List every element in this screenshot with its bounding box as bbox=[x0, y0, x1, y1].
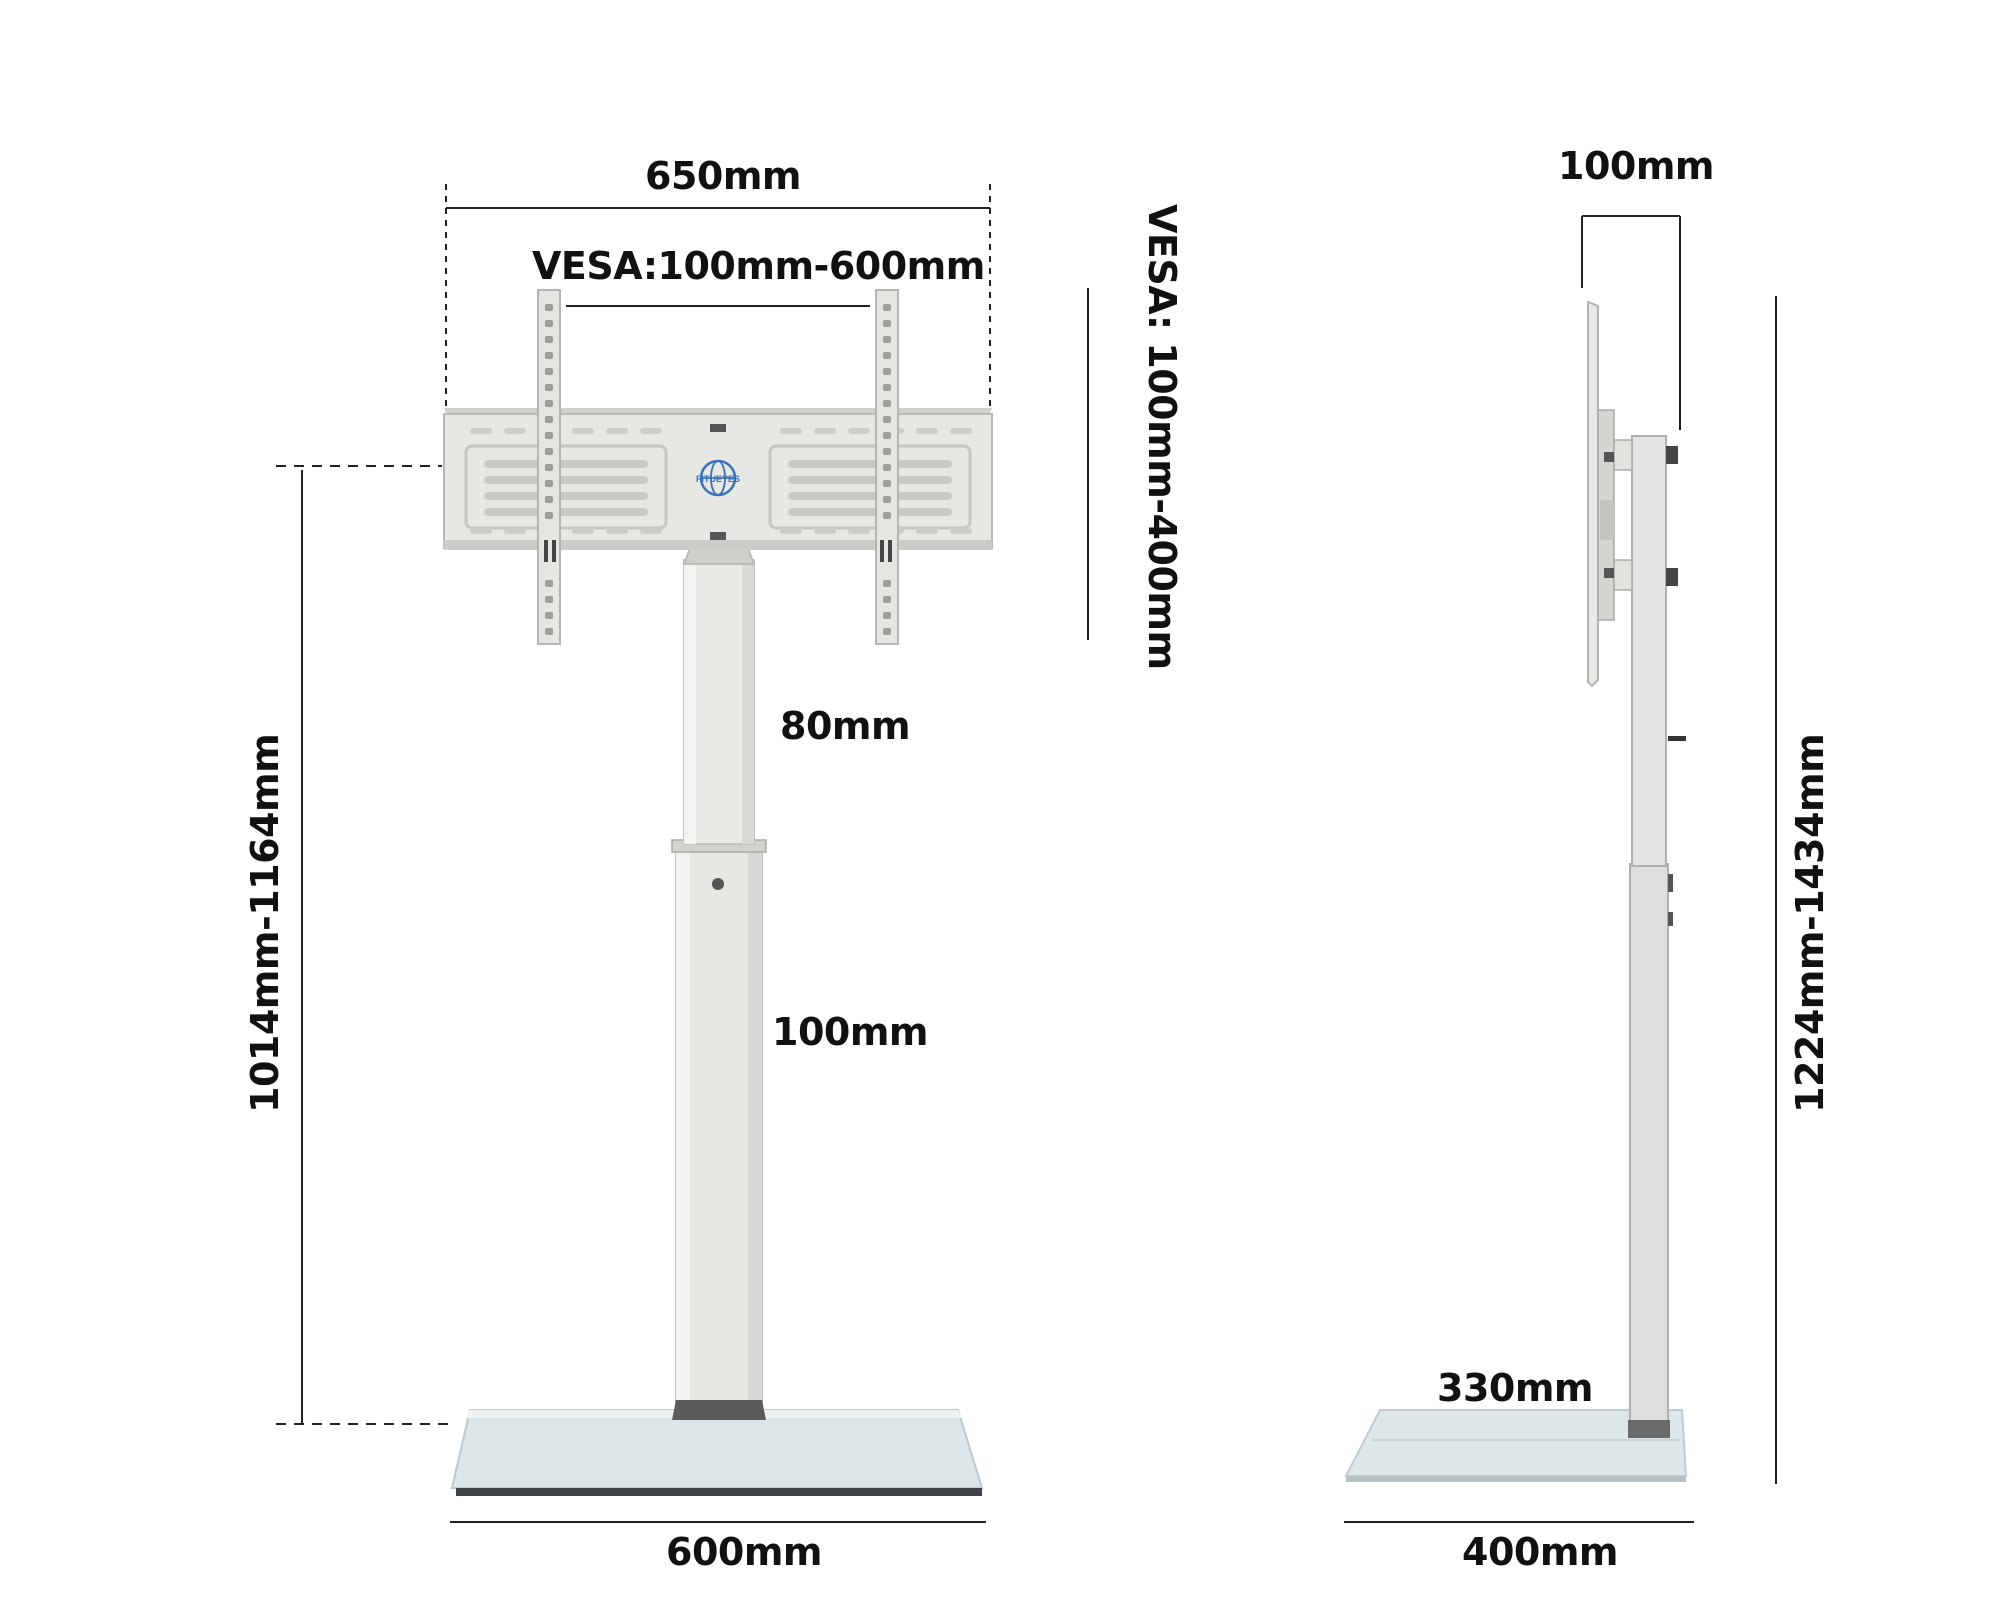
front-dimension-lines bbox=[276, 184, 1089, 1523]
front-mount-plate bbox=[443, 408, 993, 550]
label-base-width: 600mm bbox=[666, 1530, 823, 1574]
front-glass-base bbox=[450, 1409, 984, 1496]
label-vesa-horizontal: VESA:100mm-600mm bbox=[532, 244, 985, 288]
side-view bbox=[1344, 300, 1688, 1482]
label-side-depth-top: 100mm bbox=[1558, 144, 1715, 188]
front-lower-column bbox=[671, 839, 767, 1420]
brand-logo: FITUEYES bbox=[696, 459, 740, 497]
label-side-base-offset: 330mm bbox=[1437, 1366, 1594, 1410]
label-mount-width: 650mm bbox=[645, 154, 802, 198]
label-height-front: 1014mm-1164mm bbox=[243, 733, 287, 1113]
side-column bbox=[1628, 435, 1686, 1438]
brand-logo-text: FITUEYES bbox=[696, 474, 740, 484]
label-lower-adjust: 100mm bbox=[772, 1010, 929, 1054]
side-dimension-lines bbox=[1344, 215, 1777, 1523]
vesa-arm-left bbox=[537, 289, 561, 645]
label-base-depth: 400mm bbox=[1462, 1530, 1619, 1574]
label-height-side: 1224mm-1434mm bbox=[1788, 733, 1832, 1113]
front-view: FITUEYES bbox=[443, 289, 993, 1496]
side-glass-base bbox=[1344, 1409, 1688, 1482]
side-mount-bracket bbox=[1587, 300, 1678, 688]
vesa-arm-right bbox=[875, 289, 899, 645]
label-upper-adjust: 80mm bbox=[780, 704, 911, 748]
front-upper-column bbox=[682, 547, 756, 845]
label-vesa-vertical: VESA: 100mm-400mm bbox=[1140, 204, 1184, 670]
